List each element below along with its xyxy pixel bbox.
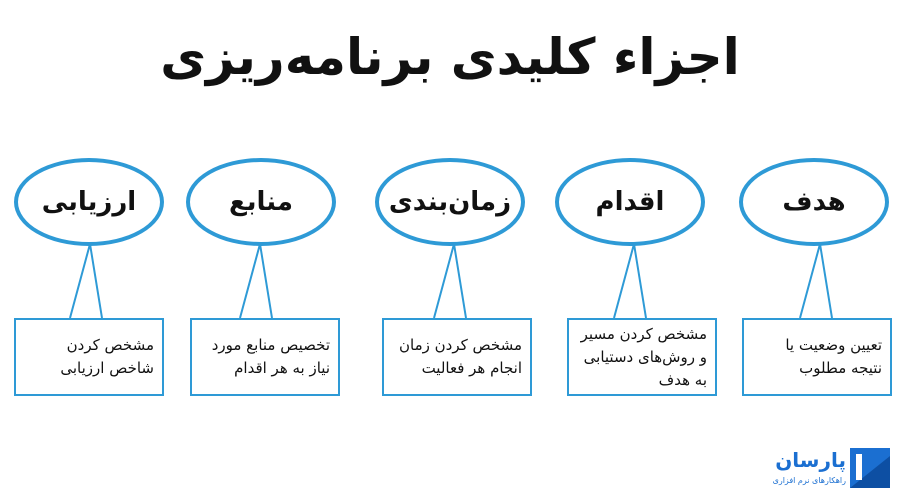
logo-tagline: راهکارهای نرم افزاری bbox=[772, 476, 846, 485]
description-manabe: تخصیص منابع مورد نیاز به هر اقدام bbox=[190, 318, 340, 396]
connector-eqdam bbox=[613, 243, 647, 319]
description-zamanbandi: مشخص کردن زمان انجام هر فعالیت bbox=[382, 318, 532, 396]
description-arzyabi: مشخص کردن شاخص ارزیابی bbox=[14, 318, 164, 396]
diagram-title: اجزاء کلیدی برنامه‌ریزی bbox=[160, 28, 740, 86]
node-arzyabi: ارزیابی bbox=[14, 158, 164, 246]
node-manabe: منابع bbox=[186, 158, 336, 246]
connector-manabe bbox=[239, 243, 273, 319]
connector-zamanbandi bbox=[433, 243, 467, 319]
description-eqdam: مشخص کردن مسیر و روش‌های دستیابی به هدف bbox=[567, 318, 717, 396]
logo-name: پارسان bbox=[775, 448, 846, 472]
node-eqdam: اقدام bbox=[555, 158, 705, 246]
connector-arzyabi bbox=[69, 243, 103, 319]
logo: پارسان راهکارهای نرم افزاری bbox=[758, 446, 892, 492]
connector-hadaf bbox=[799, 243, 833, 319]
logo-mark-icon bbox=[850, 448, 890, 488]
description-hadaf: تعیین وضعیت یا نتیجه مطلوب bbox=[742, 318, 892, 396]
node-hadaf: هدف bbox=[739, 158, 889, 246]
node-zamanbandi: زمان‌بندی bbox=[375, 158, 525, 246]
